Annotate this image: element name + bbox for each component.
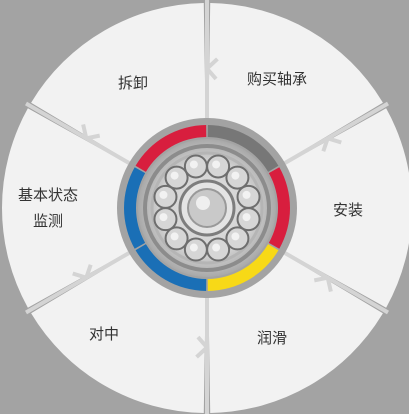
segment-label-install: 安装 bbox=[332, 201, 364, 219]
segment-divider bbox=[195, 298, 209, 414]
segment-divider bbox=[205, 0, 219, 118]
segment-divider bbox=[283, 251, 389, 315]
ring-arc-lubricate bbox=[207, 244, 279, 291]
segment-label-buy-bearing: 购买轴承 bbox=[246, 70, 308, 88]
segment-divider bbox=[25, 251, 131, 315]
bearing-icon bbox=[138, 139, 276, 277]
ring-arc-dismount bbox=[135, 125, 207, 172]
segment-divider bbox=[283, 101, 389, 165]
segment-install bbox=[285, 108, 409, 308]
segment-label-condition-monitoring: 基本状态监测 bbox=[17, 186, 79, 230]
segment-label-lubricate: 润滑 bbox=[256, 329, 288, 347]
segment-condition-monitoring bbox=[1, 108, 129, 308]
segment-label-dismount: 拆卸 bbox=[117, 74, 149, 92]
ring-arc-condition-monitoring bbox=[124, 167, 146, 249]
segment-buy-bearing bbox=[208, 3, 383, 162]
segment-lubricate bbox=[208, 254, 383, 413]
segment-dismount bbox=[31, 3, 206, 162]
segment-label-align: 对中 bbox=[88, 325, 120, 343]
segment-align bbox=[31, 254, 206, 413]
ring-arc-align bbox=[135, 244, 207, 291]
ring-arc-buy-bearing bbox=[207, 125, 279, 172]
ring-arc-install bbox=[268, 167, 290, 249]
segment-divider bbox=[25, 101, 131, 165]
